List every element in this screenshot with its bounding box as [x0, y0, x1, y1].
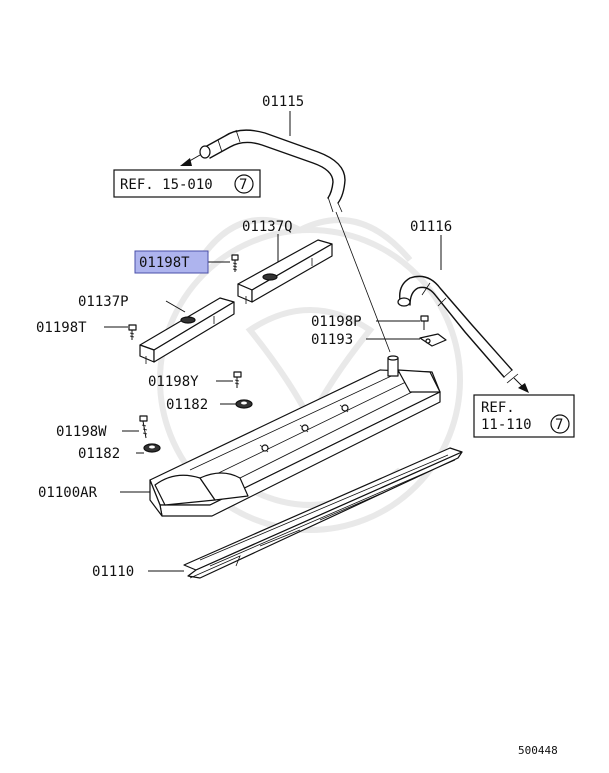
reference-box-11-110[interactable]: REF. 11-110 7: [473, 394, 575, 438]
reference-circle-number: 7: [555, 417, 563, 433]
gasket-01110[interactable]: [183, 447, 463, 579]
bolt-01198y[interactable]: [233, 371, 242, 388]
bolt-01198t-left[interactable]: [128, 324, 137, 340]
reference-label: 11-110: [481, 417, 532, 433]
callout-01193[interactable]: 01193: [311, 332, 353, 348]
direction-arrow-right: [513, 377, 529, 393]
selected-part-highlight: [134, 250, 209, 274]
callout-01137p[interactable]: 01137P: [78, 294, 129, 310]
leader-lines: [104, 111, 442, 572]
catalog-number: 500448: [518, 744, 558, 757]
callout-01182-upper[interactable]: 01182: [166, 397, 208, 413]
callout-01182-lower[interactable]: 01182: [78, 446, 120, 462]
reference-box-15-010[interactable]: REF. 15-010 7: [113, 169, 261, 198]
washer-01182-upper[interactable]: [235, 399, 253, 409]
washer-01182-lower[interactable]: [143, 443, 161, 453]
callout-01198w[interactable]: 01198W: [56, 424, 107, 440]
breather-hose-01116[interactable]: [397, 275, 519, 384]
callout-01198y[interactable]: 01198Y: [148, 374, 199, 390]
bracket-plate-01137p[interactable]: [139, 297, 235, 364]
reference-label: REF.: [481, 400, 515, 416]
bolt-01198t-top[interactable]: [231, 254, 239, 272]
callout-01116[interactable]: 01116: [410, 219, 452, 235]
reference-circle-number: 7: [239, 177, 247, 193]
callout-01198t[interactable]: 01198T: [36, 320, 87, 336]
bolt-01198w[interactable]: [139, 415, 148, 439]
bracket-plate-01137q[interactable]: [237, 239, 333, 304]
direction-arrow-left: [180, 154, 201, 166]
breather-hose-01115[interactable]: [199, 129, 346, 213]
callout-01137q[interactable]: 01137Q: [242, 219, 293, 235]
callout-labels: 01115 01116 01137Q 01198T 01137P 01198T …: [36, 94, 452, 580]
callout-01115[interactable]: 01115: [262, 94, 304, 110]
bolt-01198p[interactable]: [420, 315, 429, 330]
clip-01193[interactable]: [419, 333, 447, 347]
callout-01198t-selected[interactable]: 01198T: [139, 255, 190, 271]
callout-01198p[interactable]: 01198P: [311, 314, 362, 330]
reference-label: REF. 15-010: [120, 177, 213, 193]
connection-line: [335, 211, 391, 353]
cover-assembly-01100ar[interactable]: [149, 355, 441, 517]
callout-01110[interactable]: 01110: [92, 564, 134, 580]
callout-01100ar[interactable]: 01100AR: [38, 485, 98, 501]
